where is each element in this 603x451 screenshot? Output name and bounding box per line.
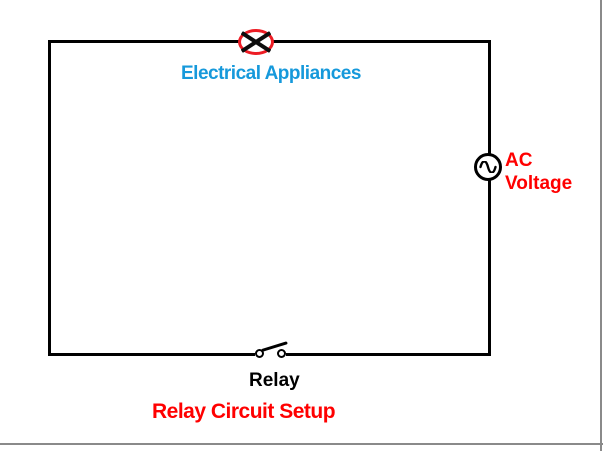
ac-voltage-label-line1: AC	[505, 150, 533, 171]
switch-terminal-right	[277, 349, 286, 358]
sine-wave-icon	[479, 161, 497, 173]
ac-voltage-label-line2: Voltage	[505, 173, 573, 194]
electrical-appliances-label: Electrical Appliances	[181, 63, 361, 84]
lamp-icon	[238, 29, 274, 55]
image-right-border	[600, 0, 602, 451]
diagram-title: Relay Circuit Setup	[152, 400, 336, 423]
image-bottom-border	[0, 443, 603, 445]
ac-voltage-label: AC Voltage	[505, 149, 572, 195]
relay-label: Relay	[249, 370, 300, 391]
circuit-loop-wire	[48, 40, 491, 356]
switch-gap	[255, 349, 286, 359]
switch-terminal-left	[255, 349, 264, 358]
ac-source-icon	[474, 153, 502, 181]
